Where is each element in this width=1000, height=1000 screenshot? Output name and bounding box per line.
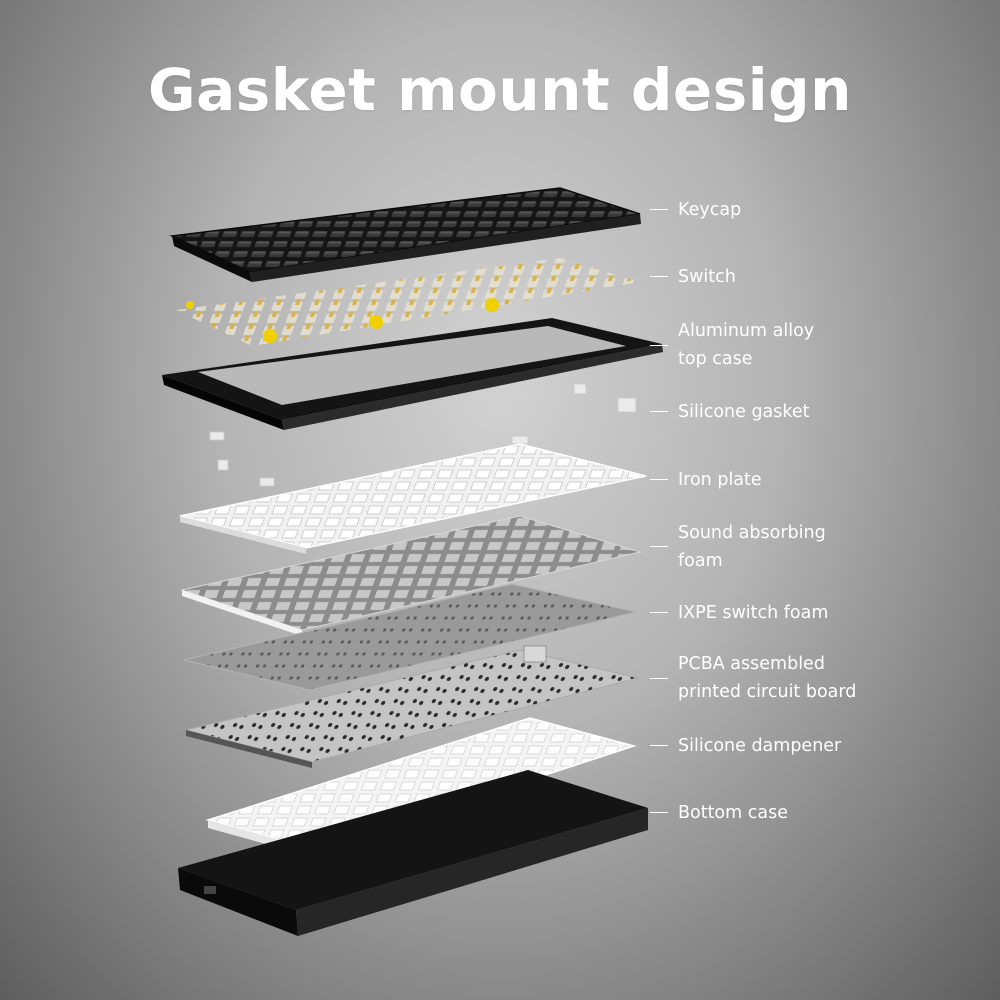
label-switch: Switch [650,263,736,291]
label-ixpe-foam: IXPE switch foam [650,599,828,627]
label-gasket: Silicone gasket [650,398,810,426]
leader-line [650,745,668,746]
iron-plate-layer [179,443,647,554]
label-text: Silicone gasket [678,402,810,422]
sound-foam-layer [180,515,642,636]
label-text-line2: printed circuit board [678,682,857,702]
label-text: Keycap [678,200,742,220]
label-keycap: Keycap [650,196,741,224]
label-top-case: Aluminum alloy top case [650,317,814,373]
pcba-layer [185,645,639,768]
label-text: Aluminum alloy [678,321,815,341]
leader-line [650,612,668,613]
label-text-line2: foam [678,551,723,571]
leader-line [650,812,668,813]
page-title: Gasket mount design [148,56,852,124]
label-bottom-case: Bottom case [650,799,788,827]
leader-line [650,345,668,346]
leader-line [650,678,668,679]
leader-line [650,411,668,412]
label-dampener: Silicone dampener [650,732,841,760]
switch-layer [176,258,640,346]
label-text: Bottom case [678,803,788,823]
gasket-layer [209,383,637,487]
bottom-case-layer [178,770,648,936]
label-text: Switch [678,267,736,287]
label-iron-plate: Iron plate [650,466,762,494]
label-text-line2: top case [678,349,753,369]
leader-line [650,209,668,210]
label-text: Silicone dampener [678,736,842,756]
top-case-layer [162,318,663,430]
leader-line [650,276,668,277]
label-sound-foam: Sound absorbing foam [650,519,826,575]
label-text: PCBA assembled [678,654,825,674]
label-pcba: PCBA assembled printed circuit board [650,650,856,706]
label-text: Iron plate [678,470,762,490]
ixpe-foam-layer [183,583,637,691]
leader-line [650,546,668,547]
label-text: IXPE switch foam [678,603,829,623]
keycap-layer [169,187,641,282]
label-text: Sound absorbing [678,523,826,543]
leader-line [650,479,668,480]
